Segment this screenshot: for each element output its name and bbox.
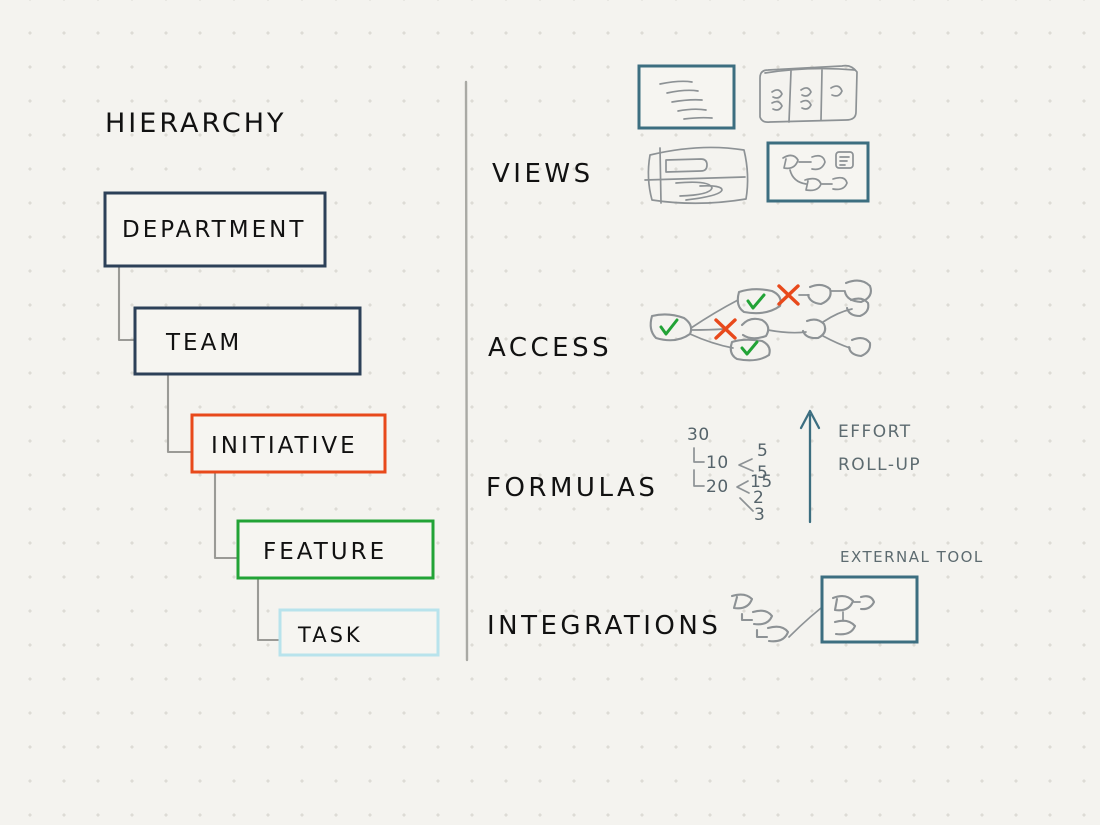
task-box[interactable] <box>278 608 440 657</box>
department-box[interactable] <box>103 191 327 268</box>
section-label-views: VIEWS <box>492 159 594 189</box>
list-view-frame[interactable] <box>637 64 736 130</box>
view-thumbnail-list-view[interactable] <box>637 64 736 130</box>
section-label-access: ACCESS <box>488 333 612 363</box>
formula-branch-1-child-0: 5 <box>757 441 768 461</box>
formula-elbow-2 <box>693 469 705 487</box>
board-col-2 <box>820 69 823 121</box>
team-box[interactable] <box>133 306 362 376</box>
integration-local-nodes <box>730 593 790 643</box>
check-icon-lower <box>740 340 759 356</box>
hierarchy-node-task[interactable]: TASK <box>278 608 440 657</box>
graph-view-frame[interactable] <box>766 141 870 203</box>
initiative-label: INITIATIVE <box>211 433 358 459</box>
formula-total: 30 <box>687 425 710 445</box>
task-label: TASK <box>297 623 363 647</box>
board-col-1 <box>788 70 792 123</box>
board-view-frame <box>759 64 858 123</box>
timeline-axis-x <box>644 176 746 181</box>
team-label: TEAM <box>165 330 242 356</box>
access-branch-down <box>689 333 734 349</box>
formula-branch-2-child-1: 2 <box>753 488 764 508</box>
formula-branch-2-child-0: 15 <box>750 472 773 492</box>
external-tool-nodes <box>831 595 876 636</box>
x-icon-upper-right <box>777 284 800 306</box>
effort-rollup-arrow <box>799 409 821 524</box>
formula-branch-1-child-1: 5 <box>757 463 768 483</box>
check-icon-root <box>659 318 679 336</box>
access-node-upper-chain-b <box>843 279 872 304</box>
board-cards <box>771 85 843 111</box>
feature-label: FEATURE <box>263 539 387 565</box>
initiative-box[interactable] <box>190 413 387 474</box>
x-icon-mid <box>714 318 737 340</box>
access-link-hub-up <box>822 308 853 323</box>
feature-box[interactable] <box>236 519 435 580</box>
list-view-lines <box>659 80 713 120</box>
timeline-axis-y <box>659 147 662 204</box>
hierarchy-connectors <box>117 264 281 642</box>
view-thumbnail-timeline-view[interactable] <box>644 146 749 205</box>
integration-diagram[interactable] <box>730 575 919 644</box>
hierarchy-node-initiative[interactable]: INITIATIVE <box>190 413 387 474</box>
board-view-top <box>764 67 856 74</box>
section-label-formulas: FORMULAS <box>486 473 658 503</box>
formula-elbow-1 <box>693 447 705 463</box>
effort-rollup-line2: ROLL-UP <box>838 455 921 475</box>
access-branch-up <box>690 299 739 329</box>
access-node-right-hub <box>801 318 827 340</box>
department-label: DEPARTMENT <box>122 217 306 243</box>
timeline-view-frame <box>647 146 749 205</box>
access-permission-tree[interactable] <box>649 279 872 362</box>
access-branch-mid <box>690 328 725 331</box>
access-node-upper-chain-a <box>806 283 832 306</box>
formula-fan-2b <box>739 497 754 512</box>
section-label-integrations: INTEGRATIONS <box>487 611 721 641</box>
formula-branch-2-value: 20 <box>706 477 729 497</box>
formula-branch-2-child-2: 3 <box>754 505 765 525</box>
hierarchy-node-team[interactable]: TEAM <box>133 306 362 376</box>
access-link-hub-down <box>822 335 851 349</box>
panel-divider <box>464 80 469 662</box>
view-thumbnail-graph-view[interactable] <box>766 141 870 203</box>
hierarchy-node-department[interactable]: DEPARTMENT <box>103 191 327 268</box>
access-node-right-a <box>845 297 870 318</box>
access-link-mid-right <box>767 329 807 334</box>
access-node-lower <box>729 338 771 362</box>
access-node-right-b <box>847 337 872 358</box>
graph-view-nodes <box>782 151 854 192</box>
hierarchy-title: HIERARCHY <box>105 108 287 139</box>
effort-rollup-line1: EFFORT <box>838 422 912 442</box>
formula-rollup-tree: 30 10 5 5 20 15 2 3 <box>687 425 773 525</box>
timeline-bars <box>665 158 723 201</box>
view-thumbnail-board-view[interactable] <box>759 64 858 123</box>
external-tool-label: EXTERNAL TOOL <box>840 548 984 566</box>
formula-branch-1-value: 10 <box>706 453 729 473</box>
access-node-upper <box>736 288 782 315</box>
formula-fan-1 <box>738 458 754 472</box>
check-icon-upper <box>746 293 766 310</box>
hierarchy-node-feature[interactable]: FEATURE <box>236 519 435 580</box>
access-node-mid <box>740 317 770 340</box>
formula-fan-2 <box>736 480 750 494</box>
